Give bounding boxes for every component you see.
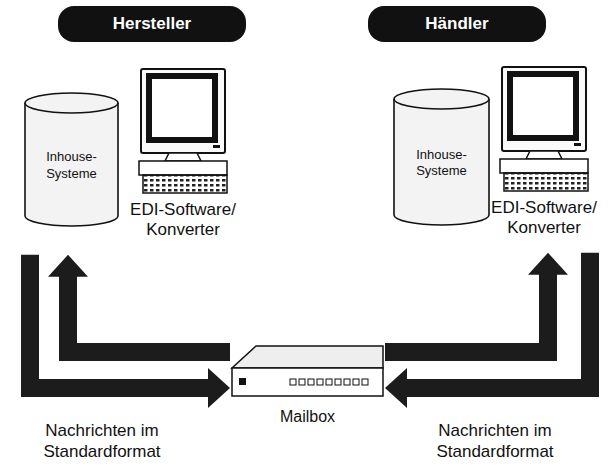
mailbox-top: [232, 346, 383, 368]
party-header: Händler: [368, 6, 546, 42]
flow-arrow: [30, 255, 230, 408]
flow-label: Nachrichten im Standardformat: [22, 420, 182, 463]
cylinder-body: [25, 93, 118, 226]
power-led: [213, 145, 220, 148]
mailbox-led: [290, 379, 296, 385]
monitor-stand: [165, 153, 201, 161]
arrow-head: [48, 255, 88, 277]
monitor-case: [141, 69, 225, 153]
mailbox-device: Mailbox: [230, 340, 385, 426]
mailbox-led: [344, 379, 350, 385]
header-text: Hersteller: [113, 14, 191, 34]
arrow-shaft: [68, 276, 230, 352]
mailbox-front: [232, 368, 383, 396]
header-text: Händler: [425, 14, 488, 34]
computer-icon: [137, 68, 229, 198]
mailbox-led: [317, 379, 323, 385]
keyboard: [504, 173, 588, 191]
party-header: Hersteller: [58, 6, 246, 42]
arrow-head: [528, 253, 568, 275]
cylinder-rim: [25, 103, 118, 113]
flow-arrow: [48, 255, 230, 352]
computer-node: EDI-Software/ Konverter: [122, 68, 244, 241]
mailbox-led: [326, 379, 332, 385]
node-label: Mailbox: [230, 408, 385, 426]
flow-arrow: [385, 253, 590, 408]
cylinder-label-area: Inhouse- Systeme: [24, 92, 119, 227]
mailbox-led: [362, 379, 368, 385]
flow-arrow: [385, 253, 568, 352]
mailbox-led: [308, 379, 314, 385]
node-label: Inhouse- Systeme: [411, 147, 473, 180]
mailbox-icon: [230, 340, 385, 402]
arrow-shaft: [30, 255, 209, 388]
arrow-head: [208, 368, 230, 408]
mailbox-led: [299, 379, 305, 385]
power-led: [574, 143, 581, 146]
monitor-screen: [510, 74, 576, 138]
monitor-stand: [526, 151, 562, 159]
cylinder-label-area: Inhouse- Systeme: [393, 88, 490, 226]
node-label: EDI-Software/ Konverter: [122, 200, 244, 241]
flow-label: Nachrichten im Standardformat: [410, 420, 580, 463]
computer-node: EDI-Software/ Konverter: [484, 66, 604, 239]
cylinder-body: [394, 89, 489, 225]
keyboard: [143, 175, 227, 193]
system-unit: [139, 161, 227, 175]
database-cylinder: Inhouse- Systeme: [393, 88, 490, 226]
node-label: Inhouse- Systeme: [41, 149, 103, 182]
database-cylinder: Inhouse- Systeme: [24, 92, 119, 227]
monitor-case: [502, 67, 586, 151]
mailbox-led: [335, 379, 341, 385]
mailbox-switch: [239, 378, 246, 385]
arrow-shaft: [385, 274, 548, 352]
monitor-screen: [149, 76, 215, 140]
arrow-head: [385, 368, 407, 408]
node-label: EDI-Software/ Konverter: [484, 198, 604, 239]
mailbox-led: [353, 379, 359, 385]
system-unit: [500, 159, 588, 173]
arrow-shaft: [406, 253, 590, 388]
cylinder-rim: [394, 99, 489, 109]
computer-icon: [498, 66, 590, 196]
